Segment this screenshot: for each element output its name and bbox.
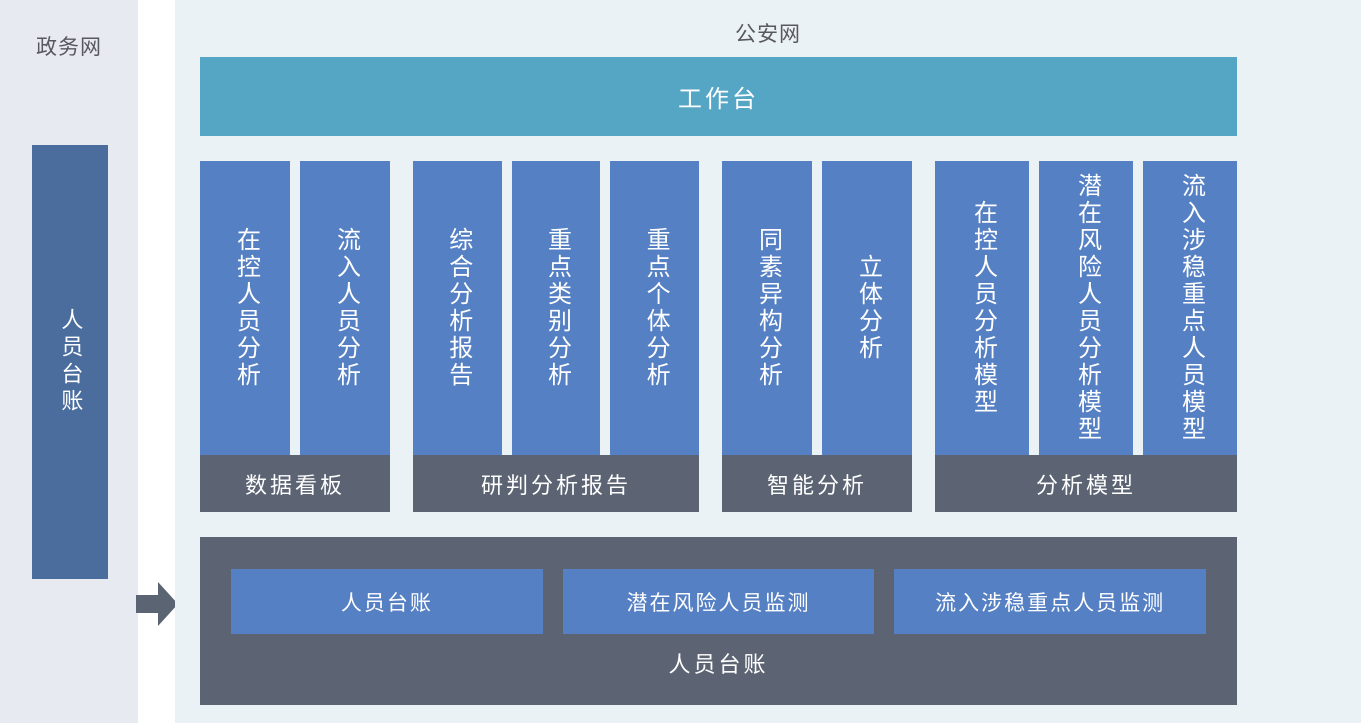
ledger-tile[interactable]: 人员台账 [231, 569, 543, 634]
module-column[interactable]: 综合分析报告 [413, 161, 502, 455]
module-group-label-bar[interactable]: 数据看板 [200, 455, 390, 512]
module-column-label: 流入人员分析 [332, 227, 360, 389]
arrow-right-icon [136, 582, 178, 626]
module-group-label: 数据看板 [244, 472, 345, 498]
module-column-label: 重点类别分析 [543, 227, 571, 389]
module-group-data-dashboard: 在控人员分析 流入人员分析 数据看板 [200, 161, 390, 512]
module-group-label: 智能分析 [766, 472, 867, 498]
module-group-label: 研判分析报告 [480, 472, 631, 498]
module-column[interactable]: 在控人员分析 [200, 161, 290, 455]
personnel-ledger-tiles: 人员台账 潜在风险人员监测 流入涉稳重点人员监测 [231, 569, 1207, 634]
public-security-network-title: 公安网 [735, 23, 801, 46]
module-group-label: 分析模型 [1035, 472, 1136, 498]
module-column-label: 重点个体分析 [642, 227, 670, 389]
module-column-label: 同素异构分析 [754, 227, 782, 389]
module-column[interactable]: 潜在风险人员分析模型 [1039, 161, 1133, 455]
module-column[interactable]: 重点类别分析 [511, 161, 601, 455]
module-column-label: 在控人员分析 [232, 227, 260, 389]
module-column[interactable]: 立体分析 [822, 161, 912, 455]
module-column-label: 流入涉稳重点人员模型 [1177, 173, 1205, 443]
module-group-label-bar[interactable]: 研判分析报告 [413, 455, 699, 512]
module-group-columns: 在控人员分析模型 潜在风险人员分析模型 流入涉稳重点人员模型 [935, 161, 1237, 455]
module-column-label: 潜在风险人员分析模型 [1073, 173, 1101, 443]
module-group-label-bar[interactable]: 分析模型 [935, 455, 1237, 512]
workbench-label: 工作台 [678, 86, 759, 113]
module-column[interactable]: 重点个体分析 [610, 161, 700, 455]
personnel-ledger-block[interactable]: 人员台账 [32, 145, 108, 579]
personnel-ledger-caption: 人员台账 [668, 652, 769, 677]
module-groups: 在控人员分析 流入人员分析 数据看板 综合分析报告 重点类别 [200, 161, 1237, 512]
module-group-columns: 在控人员分析 流入人员分析 [200, 161, 390, 455]
module-column[interactable]: 在控人员分析模型 [935, 161, 1029, 455]
ledger-tile-label: 人员台账 [340, 591, 433, 615]
module-group-intelligent-analysis: 同素异构分析 立体分析 智能分析 [722, 161, 912, 512]
module-group-columns: 同素异构分析 立体分析 [722, 161, 912, 455]
module-column-label: 综合分析报告 [444, 227, 472, 389]
module-column-label: 立体分析 [854, 254, 882, 362]
module-column[interactable]: 流入人员分析 [300, 161, 390, 455]
government-network-title: 政务网 [36, 36, 102, 59]
module-group-analysis-report: 综合分析报告 重点类别分析 重点个体分析 研判分析报告 [413, 161, 700, 512]
ledger-tile-label: 流入涉稳重点人员监测 [935, 591, 1166, 615]
module-column[interactable]: 同素异构分析 [722, 161, 812, 455]
workbench-bar[interactable]: 工作台 [200, 57, 1237, 136]
public-security-network-panel: 公安网 工作台 在控人员分析 流入人员分析 数据看板 [175, 0, 1361, 723]
government-network-panel: 政务网 人员台账 [0, 0, 138, 723]
ledger-tile[interactable]: 潜在风险人员监测 [562, 569, 875, 634]
module-group-columns: 综合分析报告 重点类别分析 重点个体分析 [413, 161, 700, 455]
module-column-label: 在控人员分析模型 [969, 200, 997, 416]
module-group-label-bar[interactable]: 智能分析 [722, 455, 912, 512]
ledger-tile[interactable]: 流入涉稳重点人员监测 [894, 569, 1207, 634]
module-column[interactable]: 流入涉稳重点人员模型 [1143, 161, 1237, 455]
personnel-ledger-block-label: 人员台账 [58, 308, 84, 416]
personnel-ledger-panel: 人员台账 潜在风险人员监测 流入涉稳重点人员监测 人员台账 [200, 537, 1237, 705]
module-group-analysis-model: 在控人员分析模型 潜在风险人员分析模型 流入涉稳重点人员模型 分析模型 [935, 161, 1237, 512]
ledger-tile-label: 潜在风险人员监测 [626, 591, 811, 615]
